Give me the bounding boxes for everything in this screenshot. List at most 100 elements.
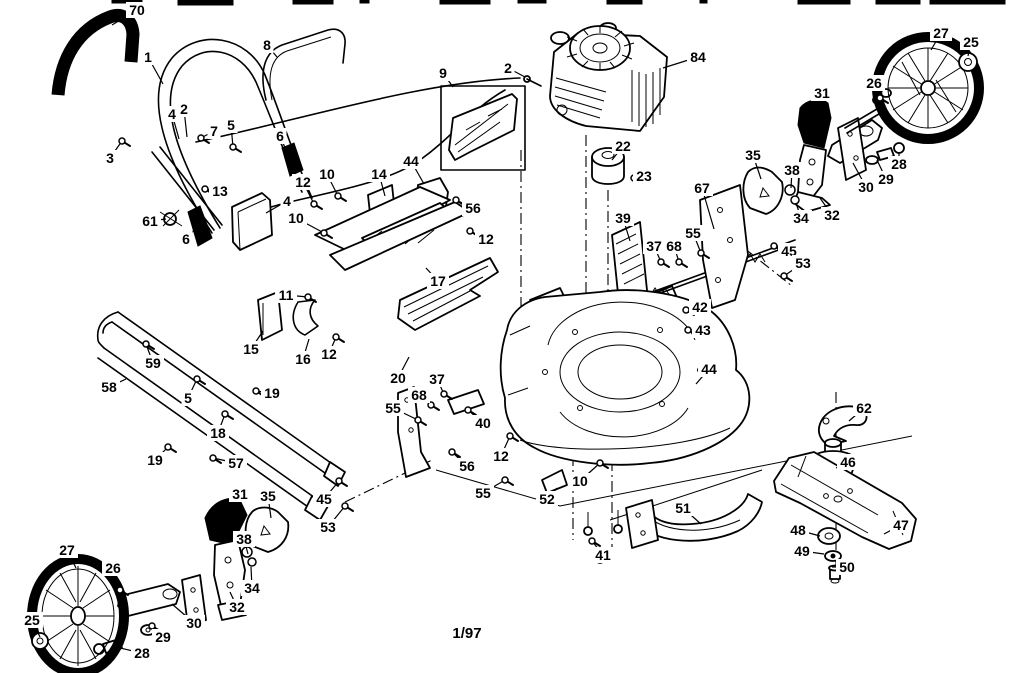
- fastener-head: [501, 476, 509, 484]
- part-callout-9: 9: [436, 65, 454, 88]
- fastener-head: [310, 200, 318, 208]
- label-backing: [472, 485, 494, 501]
- label-backing: [490, 448, 512, 464]
- part-callout-16: 16: [292, 338, 314, 367]
- part-label-5: 5: [227, 117, 235, 133]
- part-label-59: 59: [145, 355, 161, 371]
- part-callout-14: 14: [368, 166, 390, 197]
- part-callout-47: 47: [883, 517, 912, 535]
- part-label-37: 37: [646, 238, 662, 254]
- label-backing: [930, 25, 952, 41]
- part-callout-48: 48: [787, 522, 821, 538]
- part-callout-38: 38: [233, 531, 255, 555]
- part-label-4: 4: [283, 193, 291, 209]
- label-backing: [853, 400, 875, 416]
- part-label-8: 8: [263, 37, 271, 53]
- label-backing: [612, 210, 634, 226]
- label-backing: [633, 168, 655, 184]
- part-label-27: 27: [59, 542, 75, 558]
- part-callout-10: 10: [316, 166, 347, 202]
- part-label-25: 25: [963, 34, 979, 50]
- part-label-28: 28: [134, 645, 150, 661]
- part-callout-28: 28: [888, 152, 910, 172]
- part-callout-30: 30: [852, 162, 877, 195]
- label-backing: [790, 210, 812, 226]
- label-backing: [698, 361, 720, 377]
- part-callout-56: 56: [452, 196, 484, 216]
- label-backing: [387, 370, 409, 386]
- part-label-12: 12: [478, 231, 494, 247]
- label-backing: [56, 542, 78, 558]
- label-backing: [316, 166, 338, 182]
- part-callout-6: 6: [179, 227, 197, 247]
- part-label-23: 23: [636, 168, 652, 184]
- part-label-53: 53: [795, 255, 811, 271]
- part-label-55: 55: [385, 400, 401, 416]
- part-callout-1: 1: [141, 49, 164, 85]
- label-backing: [126, 2, 148, 18]
- part-callout-30: 30: [171, 603, 205, 631]
- part-callout-70: 70: [111, 2, 148, 26]
- fastener-head: [414, 416, 422, 424]
- label-backing: [592, 547, 614, 563]
- fastener-head: [876, 94, 884, 102]
- fastener-head: [116, 586, 124, 594]
- part-label-48: 48: [790, 522, 806, 538]
- part-callout-27: 27: [930, 25, 952, 51]
- part-callout-44: 44: [695, 361, 720, 385]
- label-backing: [475, 231, 497, 247]
- part-callout-37: 37: [643, 238, 670, 268]
- part-callout-29: 29: [875, 159, 897, 187]
- inset-detail-box: [440, 85, 526, 171]
- bail-wire: [262, 28, 346, 101]
- label-backing: [131, 645, 153, 661]
- fastener-head: [697, 249, 705, 257]
- part-label-67: 67: [694, 180, 710, 196]
- part-callout-27: 27: [56, 542, 78, 569]
- part-callout-62: 62: [848, 400, 875, 422]
- part-label-32: 32: [824, 207, 840, 223]
- fastener-head: [193, 375, 201, 383]
- part-callout-31: 31: [811, 85, 833, 113]
- part-label-6: 6: [182, 231, 190, 247]
- fastener-head: [341, 502, 349, 510]
- label-backing: [285, 210, 307, 226]
- part-callout-32: 32: [226, 591, 248, 615]
- part-label-11: 11: [279, 287, 294, 303]
- fastener-head: [452, 196, 460, 204]
- fastener-head: [209, 454, 217, 462]
- label-backing: [229, 486, 251, 502]
- part-label-20: 20: [390, 370, 406, 386]
- label-backing: [781, 162, 803, 178]
- label-backing: [689, 299, 711, 315]
- fastener-head: [427, 401, 435, 409]
- part-callout-7: 7: [197, 123, 221, 144]
- part-label-51: 51: [675, 500, 691, 516]
- part-callout-28: 28: [119, 645, 153, 661]
- fastener-head: [506, 432, 514, 440]
- part-callout-12: 12: [318, 333, 345, 362]
- handle-foam-grip: [51, 9, 140, 96]
- part-callout-18: 18: [207, 410, 234, 441]
- part-callout-10: 10: [569, 459, 609, 489]
- fastener-head: [440, 390, 448, 398]
- part-callout-11: 11: [275, 287, 317, 303]
- label-backing: [682, 225, 704, 241]
- label-backing: [318, 346, 340, 362]
- label-backing: [241, 580, 263, 596]
- part-label-10: 10: [288, 210, 304, 226]
- label-backing: [292, 174, 314, 190]
- fastener-head: [675, 258, 683, 266]
- part-callout-12: 12: [466, 227, 497, 247]
- label-backing: [792, 255, 814, 271]
- label-backing: [275, 287, 297, 303]
- label-backing: [960, 34, 982, 50]
- part-callout-5: 5: [224, 117, 242, 153]
- scan-artifacts: [111, 0, 1006, 6]
- label-backing: [317, 519, 339, 535]
- part-label-68: 68: [666, 238, 682, 254]
- height-adjuster-right: [742, 88, 905, 215]
- part-label-38: 38: [236, 531, 252, 547]
- fastener-head: [657, 258, 665, 266]
